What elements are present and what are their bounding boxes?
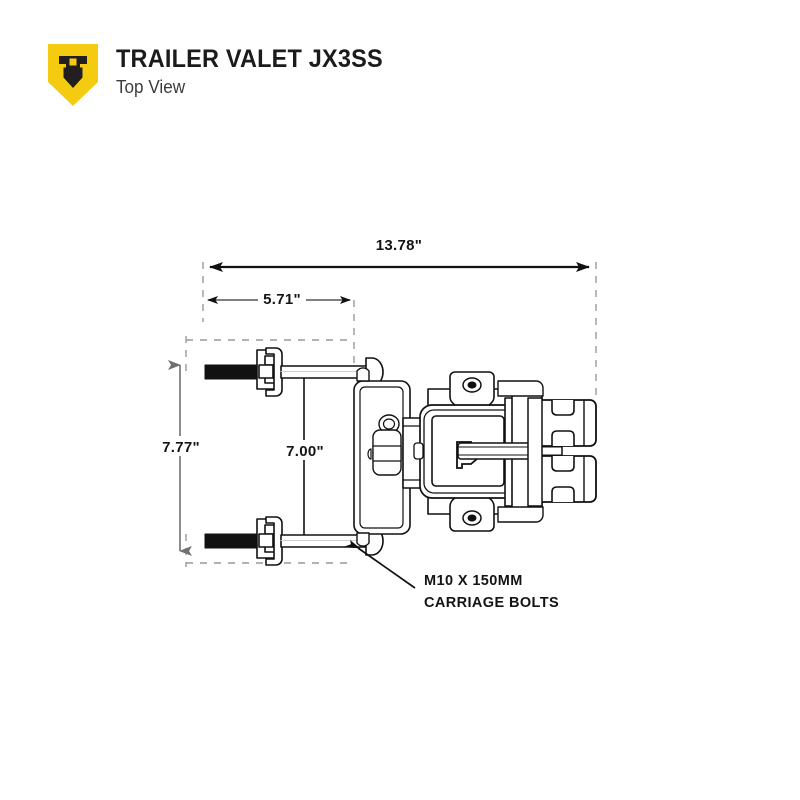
- page-title: TRAILER VALET JX3SS: [116, 45, 383, 73]
- dimension-label-overall-height: 7.77": [162, 439, 200, 456]
- drive-unit-bottom-arm: [497, 506, 544, 523]
- lower-bolt-bracket-body: [265, 516, 283, 566]
- view-subtitle: Top View: [116, 77, 186, 98]
- callout-leader-line: [342, 540, 416, 589]
- upper-bolt-nut: [258, 364, 274, 379]
- callout-carriage-bolts: M10 X 150MM CARRIAGE BOLTS: [342, 540, 559, 611]
- gearbox-bottom-tab: [449, 492, 495, 532]
- coupler-jaw-upper-notch-a: [551, 399, 575, 416]
- dimension-bolt-spacing: 7.00": [283, 367, 326, 545]
- dimension-label-bolt-spacing: 7.00": [286, 443, 324, 460]
- product-header: TRAILER VALET JX3SS Top View: [48, 44, 400, 106]
- dimension-label-overall-width: 13.78": [376, 237, 422, 254]
- header-text-block: TRAILER VALET JX3SS Top View: [116, 44, 400, 98]
- callout-line-1: M10 X 150MM: [424, 573, 523, 589]
- lower-bolt-shank: [204, 533, 262, 549]
- mounting-plate: [353, 380, 432, 535]
- dimension-label-bracket-depth: 5.71": [263, 291, 301, 308]
- coupler-jaw-lower-notch-b: [551, 486, 575, 503]
- dimension-overall-height: 7.77": [160, 360, 202, 556]
- upper-bolt-shank: [204, 364, 262, 380]
- coupler-stem: [527, 397, 543, 507]
- latch-grip: [372, 445, 402, 462]
- callout-line-2: CARRIAGE BOLTS: [424, 595, 559, 611]
- coupler-jaw-upper-notch-b: [551, 430, 575, 447]
- product-geometry: [204, 347, 597, 566]
- coupler-jaws: [527, 397, 597, 507]
- upper-bolt-bracket-body: [265, 347, 283, 397]
- gearbox-side-pin: [413, 442, 424, 460]
- drive-unit-top-arm: [497, 380, 544, 397]
- upper-carriage-bolt: [204, 347, 384, 397]
- coupler-jaw-lower-notch-a: [551, 455, 575, 472]
- lower-bolt-nut: [258, 533, 274, 548]
- gearbox-top-tab: [449, 371, 495, 411]
- trailer-valet-shield-icon: [48, 44, 98, 106]
- dimension-bracket-depth: 5.71": [207, 290, 351, 309]
- dimension-overall-width: 13.78": [209, 237, 590, 272]
